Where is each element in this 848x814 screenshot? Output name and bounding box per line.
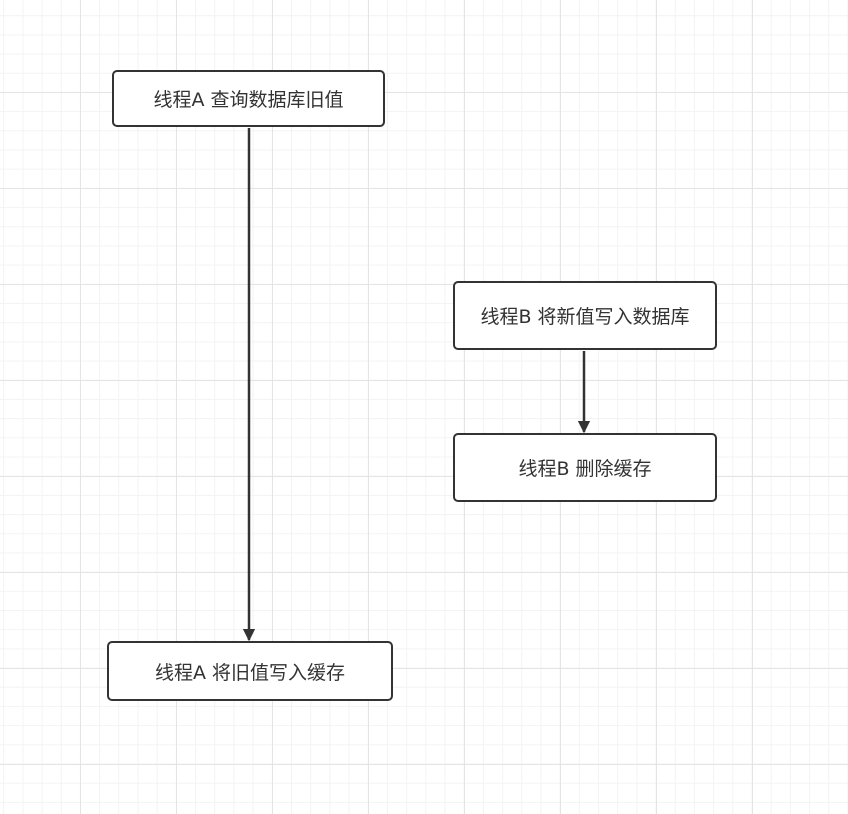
node-thread-b-write-db[interactable]: 线程B 将新值写入数据库: [453, 281, 717, 350]
node-label: 线程A 查询数据库旧值: [153, 89, 344, 111]
node-thread-a-write-cache[interactable]: 线程A 将旧值写入缓存: [107, 641, 393, 701]
node-thread-a-query-db[interactable]: 线程A 查询数据库旧值: [112, 70, 385, 127]
node-thread-b-delete-cache[interactable]: 线程B 删除缓存: [453, 433, 717, 502]
node-label: 线程B 将新值写入数据库: [480, 306, 690, 328]
node-label: 线程A 将旧值写入缓存: [154, 661, 346, 684]
node-label: 线程B 删除缓存: [518, 458, 652, 480]
